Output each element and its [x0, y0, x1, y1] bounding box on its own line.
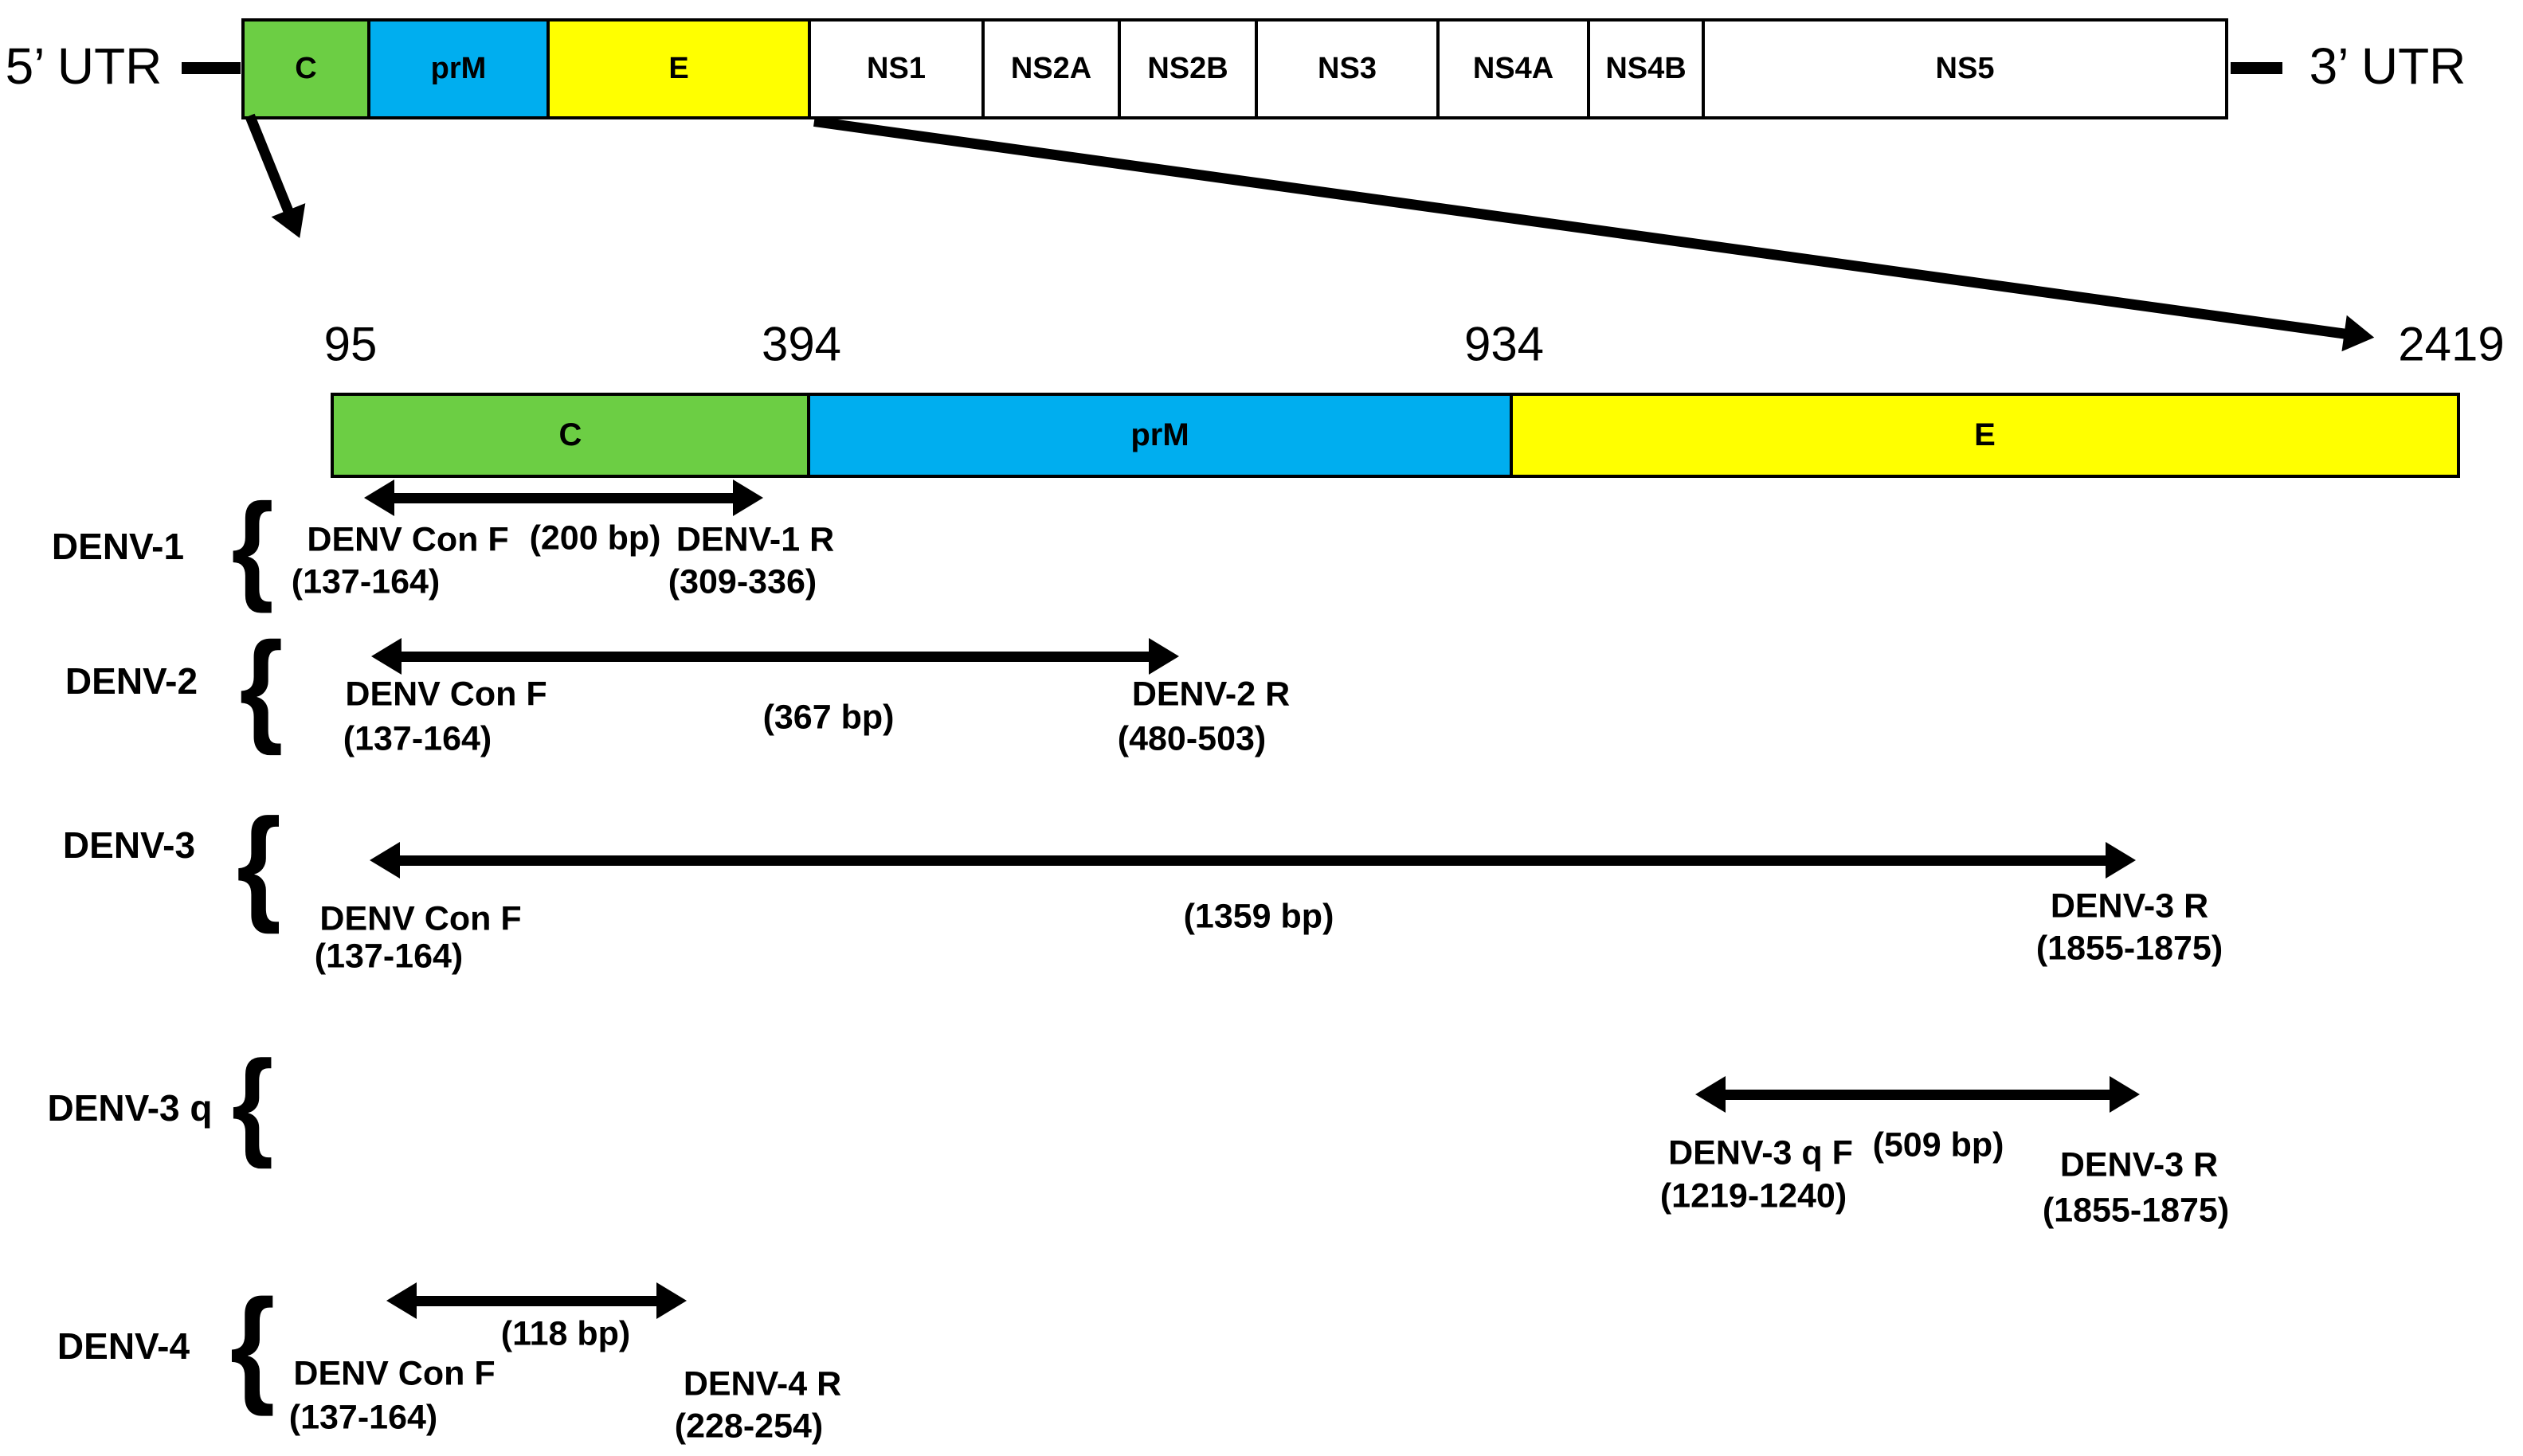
genome-segment-ns4b: NS4B: [1587, 18, 1705, 119]
row-label-denv3q: DENV-3 q: [47, 1087, 213, 1129]
row-label-denv4: DENV-4: [57, 1325, 190, 1367]
reverse-range-denv4: (228-254): [674, 1407, 824, 1446]
nt-position-2419: 2419: [2398, 317, 2505, 371]
forward-range-denv3: (137-164): [314, 937, 464, 976]
amplicon-size-denv1: (200 bp): [529, 519, 661, 558]
row-label-denv2: DENV-2: [65, 660, 198, 702]
utr3-connector-line: [2231, 62, 2282, 74]
forward-primer-denv4: DENV Con F: [293, 1354, 496, 1393]
genome-segment-ns5: NS5: [1702, 18, 2228, 119]
brace-denv1: {: [231, 479, 274, 614]
forward-range-denv3q: (1219-1240): [1659, 1176, 1847, 1215]
forward-primer-denv3q: DENV-3 q F: [1668, 1133, 1853, 1172]
amplicon-arrow-denv2: [371, 637, 1179, 675]
forward-range-denv2: (137-164): [343, 719, 492, 758]
row-label-denv1: DENV-1: [51, 526, 185, 567]
brace-denv3: {: [236, 792, 282, 934]
brace-denv4: {: [229, 1273, 276, 1417]
reverse-primer-denv3: DENV-3 R: [2050, 887, 2209, 926]
utr5-connector-line: [182, 62, 241, 74]
amplicon-arrow-denv3q: [1695, 1075, 2140, 1114]
nt-position-95: 95: [323, 317, 378, 371]
genome-segment-ns2b: NS2B: [1118, 18, 1258, 119]
utr5-label: 5’ UTR: [5, 37, 163, 95]
genome-segment-ns3: NS3: [1255, 18, 1440, 119]
genome-segment-e: E: [547, 18, 811, 119]
reverse-primer-denv4: DENV-4 R: [683, 1364, 842, 1403]
reverse-range-denv2: (480-503): [1117, 719, 1267, 758]
reverse-primer-denv2: DENV-2 R: [1131, 675, 1291, 714]
amplicon-arrow-denv3: [370, 841, 2136, 879]
reverse-range-denv3: (1855-1875): [2035, 929, 2223, 968]
amplicon-size-denv3q: (509 bp): [1872, 1125, 2004, 1164]
amplicon-size-denv2: (367 bp): [762, 698, 895, 737]
zoom-arrow-right: [811, 102, 2377, 357]
amplicon-size-denv3: (1359 bp): [1183, 897, 1334, 936]
reverse-primer-denv1: DENV-1 R: [676, 520, 835, 559]
amplicon-arrow-denv1: [364, 479, 763, 517]
nt-position-394: 394: [761, 317, 842, 371]
nt-position-934: 934: [1463, 317, 1545, 371]
brace-denv3q: {: [231, 1035, 274, 1169]
reverse-range-denv3q: (1855-1875): [2042, 1191, 2230, 1230]
forward-primer-denv1: DENV Con F: [307, 520, 509, 559]
forward-range-denv4: (137-164): [288, 1398, 438, 1437]
forward-primer-denv2: DENV Con F: [345, 675, 547, 714]
forward-primer-denv3: DENV Con F: [319, 899, 522, 938]
genome-segment-prm: prM: [367, 18, 550, 119]
amplicon-size-denv4: (118 bp): [500, 1314, 631, 1353]
genome-segment-ns2a: NS2A: [981, 18, 1121, 119]
amplicon-arrow-denv4: [386, 1282, 687, 1320]
utr3-label: 3’ UTR: [2309, 37, 2466, 95]
row-label-denv3: DENV-3: [62, 824, 196, 866]
reverse-range-denv1: (309-336): [668, 562, 817, 601]
expanded-segment-c: C: [331, 393, 810, 478]
brace-denv2: {: [239, 616, 284, 757]
forward-range-denv1: (137-164): [291, 562, 441, 601]
expanded-segment-e: E: [1510, 393, 2460, 478]
genome-segment-ns4a: NS4A: [1436, 18, 1590, 119]
expanded-segment-prm: prM: [807, 393, 1513, 478]
reverse-primer-denv3q: DENV-3 R: [2059, 1145, 2219, 1184]
genome-segment-c: C: [241, 18, 370, 119]
zoom-arrow-left: [232, 108, 318, 245]
genome-segment-ns1: NS1: [808, 18, 985, 119]
